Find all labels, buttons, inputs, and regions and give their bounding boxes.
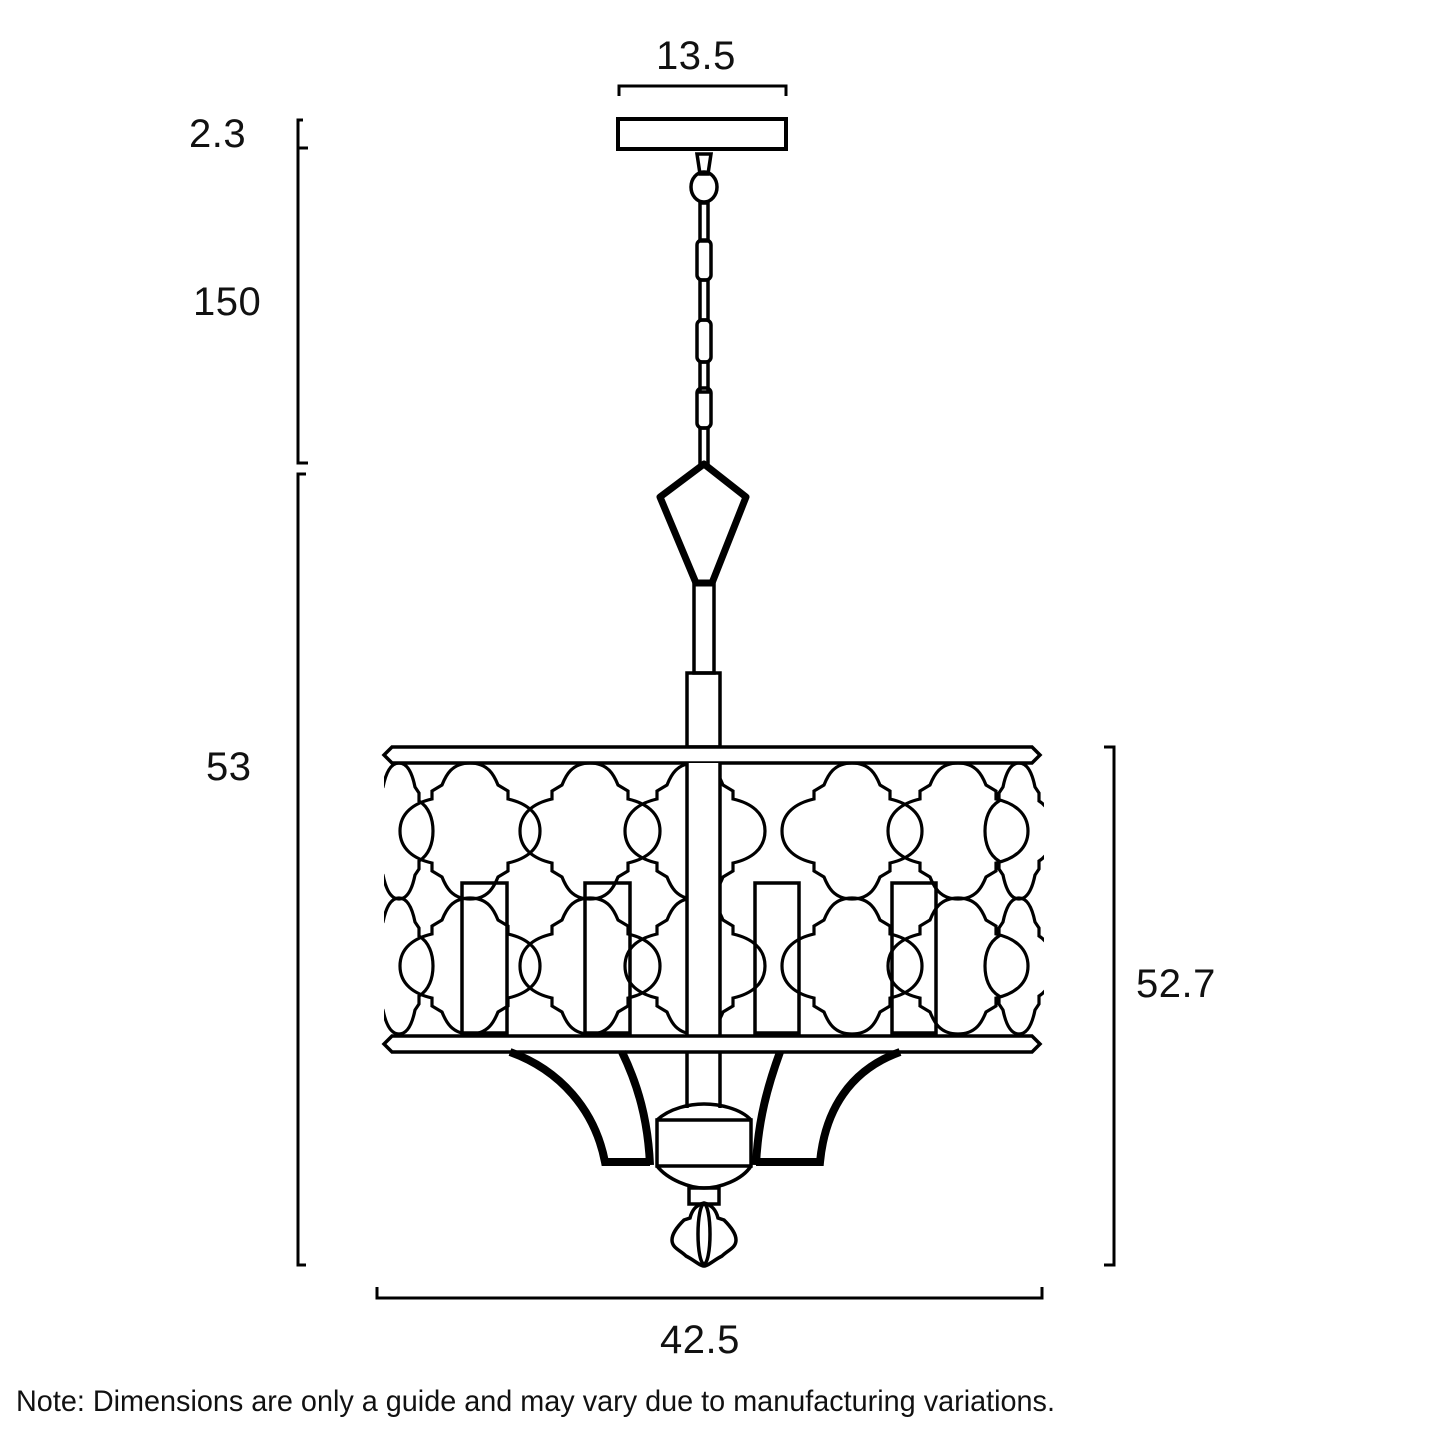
label-canopy-height: 2.3 <box>189 112 247 156</box>
chain <box>689 152 719 466</box>
label-chain-length: 150 <box>193 280 262 324</box>
shade-top-ring <box>381 745 1043 765</box>
stem-collar <box>685 671 722 749</box>
candle-sleeves <box>460 881 938 1035</box>
dimension-shade-width <box>375 1287 1044 1300</box>
center-stem <box>685 763 722 1108</box>
diamond-finial <box>656 460 750 587</box>
dimension-chain-length <box>296 146 308 465</box>
label-shade-height: 52.7 <box>1136 962 1216 1006</box>
disclaimer-note: Note: Dimensions are only a guide and ma… <box>16 1385 1055 1418</box>
bottom-finial <box>670 1201 738 1268</box>
label-canopy-width: 13.5 <box>656 34 736 78</box>
candle-arms <box>508 1048 902 1166</box>
dimension-body-height <box>296 472 306 1267</box>
dimension-canopy-height <box>296 118 303 150</box>
label-body-height: 53 <box>206 745 252 789</box>
dimension-shade-height <box>1104 745 1116 1267</box>
dimension-canopy-width <box>617 84 788 96</box>
center-hub <box>655 1102 753 1206</box>
label-shade-width: 42.5 <box>660 1318 740 1362</box>
ceiling-canopy <box>616 117 788 151</box>
stem-upper <box>692 581 716 675</box>
shade-bottom-ring <box>381 1034 1043 1054</box>
